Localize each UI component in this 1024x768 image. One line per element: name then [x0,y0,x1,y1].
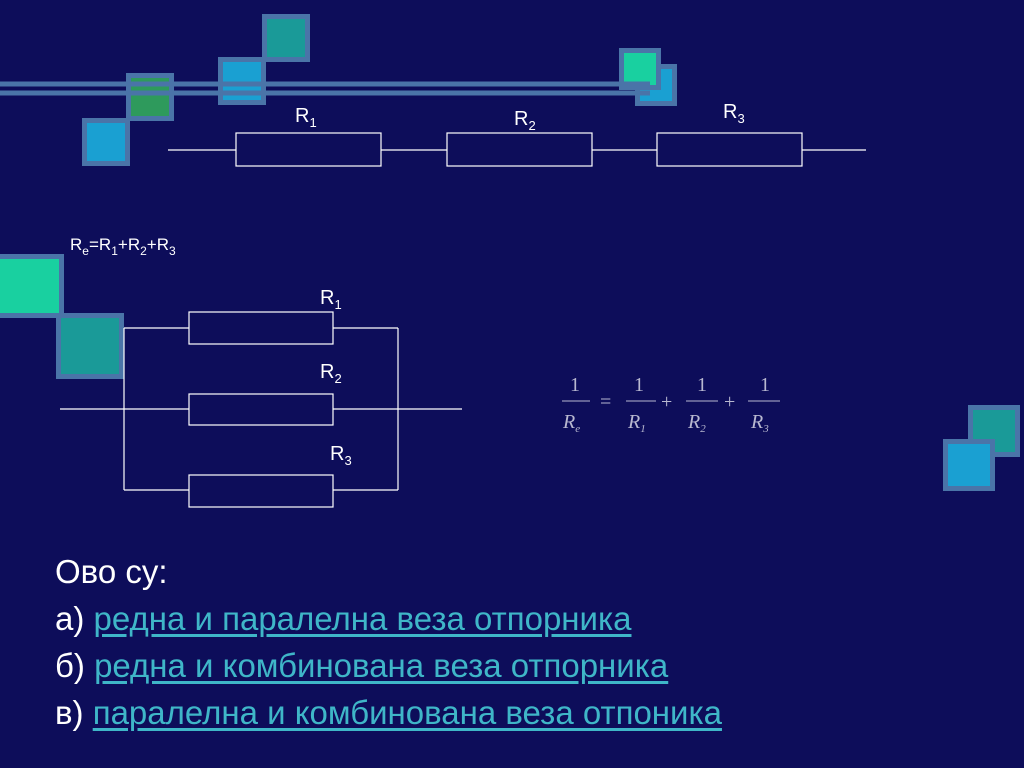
svg-text:1: 1 [570,374,580,396]
formula-equals: = [600,391,611,413]
parallel-label-r2: R2 [320,361,342,386]
decor-square-teal-top [262,14,310,62]
decor-square-cyan-far-right [943,439,995,491]
series-circuit [168,132,866,167]
option-b-letter: б) [55,647,85,684]
decor-band [0,81,650,96]
option-a[interactable]: а) редна и паралелна веза отпорника [55,595,722,642]
fraction-re: 1 Re [562,374,590,435]
option-b[interactable]: б) редна и комбинована веза отпорника [55,642,722,689]
fraction-r2: 1 R2 [686,374,718,435]
decor-square-mint-mid [0,254,64,318]
svg-text:R3: R3 [750,411,769,435]
series-resistor-r2 [446,132,593,167]
option-c-link[interactable]: паралелна и комбинована веза отпоника [92,694,722,731]
question-prompt: Ово су: [55,553,168,590]
svg-text:Re: Re [562,411,580,435]
fraction-r1: 1 R1 [626,374,656,435]
parallel-label-r1: R1 [320,287,342,312]
option-a-letter: а) [55,600,85,637]
series-label-r2: R2 [514,108,536,133]
series-label-r3: R3 [723,101,745,126]
series-resistor-r1 [235,132,382,167]
formula-plus-1: + [661,391,672,413]
svg-text:1: 1 [697,374,707,396]
parallel-formula: 1 Re = 1 R1 + 1 R2 + 1 R3 [562,374,780,435]
svg-text:R1: R1 [627,411,646,435]
svg-text:R2: R2 [687,411,706,435]
option-c[interactable]: в) паралелна и комбинована веза отпоника [55,689,722,736]
parallel-resistor-r1 [188,311,334,345]
decor-square-cyan-left [82,118,130,166]
option-b-link[interactable]: редна и комбинована веза отпорника [94,647,669,684]
parallel-resistor-r2 [188,393,334,426]
question-block: Ово су: а) редна и паралелна веза отпорн… [55,548,722,736]
parallel-label-r3: R3 [330,443,352,468]
parallel-resistor-r3 [188,474,334,508]
svg-text:1: 1 [760,374,770,396]
series-resistor-r3 [656,132,803,167]
decor-square-green [126,73,174,121]
option-a-link[interactable]: редна и паралелна веза отпорника [93,600,632,637]
decor-square-cyan-top [218,57,266,105]
parallel-circuit [60,311,462,508]
option-c-letter: в) [55,694,84,731]
series-formula: Re=R1+R2+R3 [70,235,176,258]
fraction-r3: 1 R3 [748,374,780,435]
series-label-r1: R1 [295,105,317,130]
svg-text:1: 1 [634,374,644,396]
formula-plus-2: + [724,391,735,413]
decor-square-teal-mid [56,313,124,379]
